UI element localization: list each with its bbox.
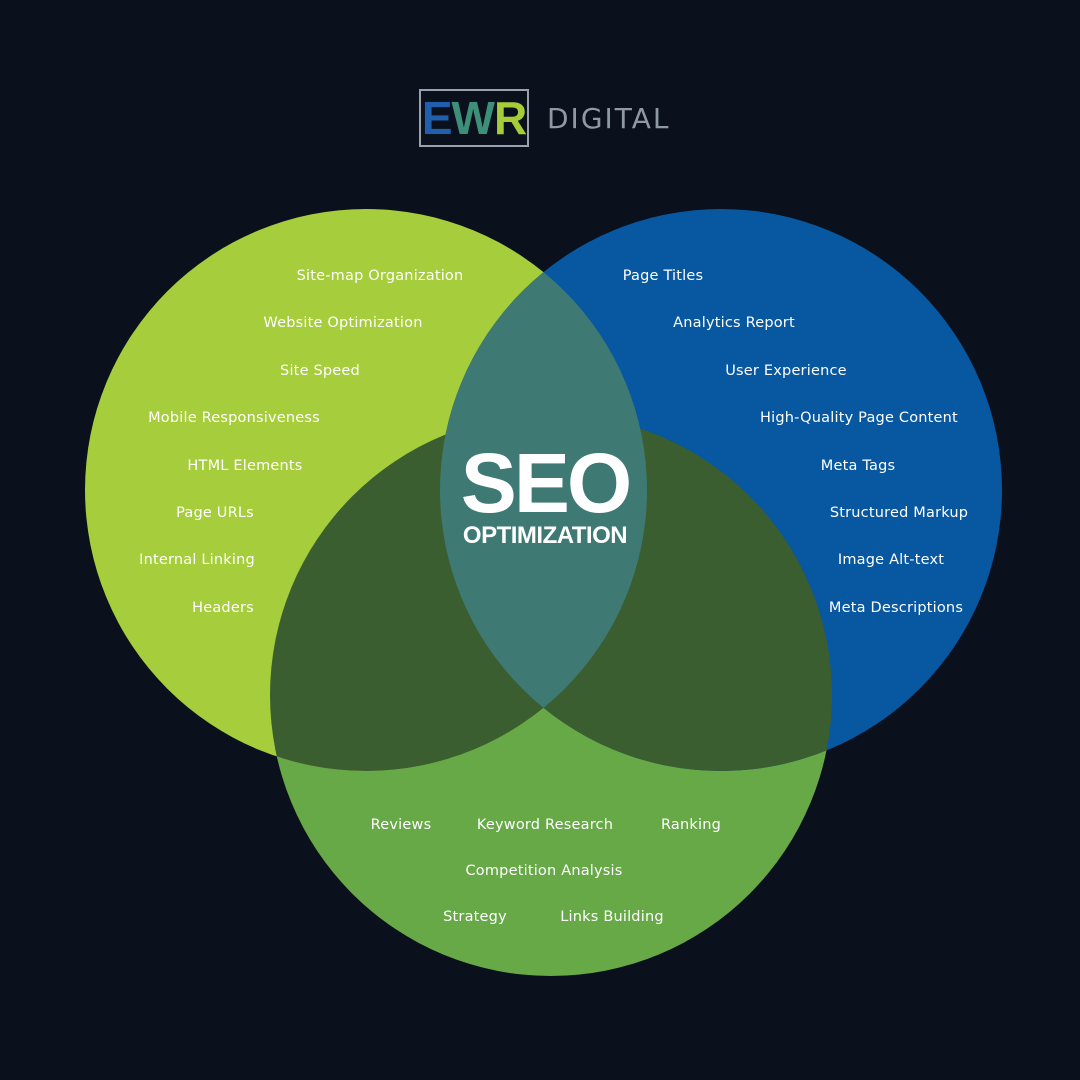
right-item: Page Titles xyxy=(622,268,704,284)
left-item: Page URLs xyxy=(176,505,254,521)
left-item: HTML Elements xyxy=(187,458,303,474)
right-item: Image Alt-text xyxy=(837,552,945,568)
center-title: SEO xyxy=(460,436,632,530)
bottom-item: Reviews xyxy=(370,817,432,833)
left-item: Site Speed xyxy=(280,363,360,379)
right-item: User Experience xyxy=(725,363,847,379)
bottom-item: Strategy xyxy=(443,909,507,925)
right-item: High-Quality Page Content xyxy=(760,410,958,426)
right-item: Meta Tags xyxy=(820,458,896,474)
logo-letter-w: W xyxy=(451,92,495,144)
logo-suffix: DIGITAL xyxy=(547,101,671,135)
bottom-item: Links Building xyxy=(560,909,664,925)
center-subtitle: OPTIMIZATION xyxy=(462,522,628,549)
right-item: Structured Markup xyxy=(829,505,969,521)
left-item: Website Optimization xyxy=(263,315,423,331)
logo-letter-r: R xyxy=(493,92,527,144)
right-item: Analytics Report xyxy=(673,315,795,331)
left-item: Headers xyxy=(192,600,254,616)
left-item: Internal Linking xyxy=(139,552,255,568)
left-item: Site-map Organization xyxy=(296,268,464,284)
bottom-item: Competition Analysis xyxy=(465,863,623,879)
logo-letter-e: E xyxy=(421,92,453,144)
bottom-item: Ranking xyxy=(660,817,722,833)
left-item: Mobile Responsiveness xyxy=(148,410,320,426)
bottom-item: Keyword Research xyxy=(476,817,614,833)
right-item: Meta Descriptions xyxy=(828,600,964,616)
ewr-digital-logo: E W R DIGITAL xyxy=(419,89,670,147)
center-overlap xyxy=(440,209,647,771)
ewr-logo-mark: E W R xyxy=(419,89,529,147)
